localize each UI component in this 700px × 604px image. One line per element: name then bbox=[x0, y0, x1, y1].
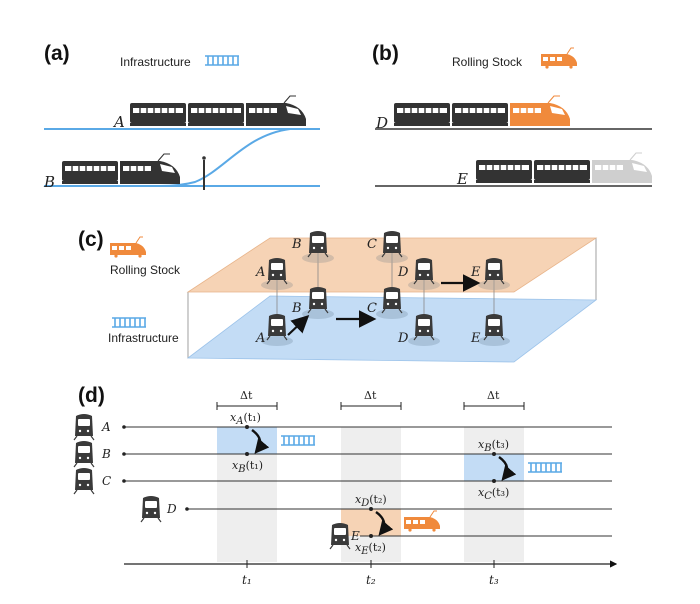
track-a-label: A bbox=[112, 113, 125, 131]
train-e bbox=[475, 152, 653, 184]
arrow-b-to-c bbox=[498, 456, 517, 481]
row-c-label: C bbox=[73, 467, 111, 495]
panel-c: (c) Rolling Stock Infrastructure A B bbox=[78, 228, 598, 363]
svg-text:C: C bbox=[102, 474, 111, 488]
track-icon bbox=[280, 435, 316, 446]
track-icon bbox=[204, 55, 240, 66]
annotation-xb-t3: xB(t₃) bbox=[478, 438, 509, 454]
svg-text:B: B bbox=[291, 237, 302, 252]
annotation-xd-t2: xD(t₂) bbox=[355, 493, 387, 509]
annotation-xa-t1: xA(t₁) bbox=[230, 411, 261, 427]
row-a-label: A bbox=[73, 413, 111, 441]
infrastructure-legend-label: Infrastructure bbox=[108, 331, 179, 345]
svg-text:D: D bbox=[166, 502, 177, 516]
transition-b-c bbox=[464, 454, 524, 481]
svg-text:D: D bbox=[397, 265, 409, 280]
panel-b: (b) Rolling Stock D E bbox=[372, 42, 653, 188]
top-node-a: A bbox=[255, 257, 293, 290]
panel-d-label: (d) bbox=[78, 384, 105, 407]
annotation-xb-t1: xB(t₁) bbox=[232, 459, 263, 475]
svg-text:A: A bbox=[255, 265, 265, 280]
panel-a-label: (a) bbox=[44, 42, 70, 65]
svg-text:Δt: Δt bbox=[240, 389, 253, 402]
panel-d: (d) Δt Δt Δt bbox=[73, 384, 618, 587]
bottom-node-e: E bbox=[470, 313, 510, 346]
row-e-label: E bbox=[329, 522, 360, 550]
infrastructure-legend-label: Infrastructure bbox=[120, 55, 191, 69]
panel-b-label: (b) bbox=[372, 42, 399, 65]
track-d-label: D bbox=[375, 114, 388, 132]
train-b bbox=[61, 153, 181, 185]
track-icon bbox=[527, 462, 563, 473]
locomotive-icon bbox=[403, 510, 441, 533]
bottom-node-a: A bbox=[255, 313, 293, 346]
train-a bbox=[129, 95, 307, 127]
svg-text:C: C bbox=[367, 237, 377, 252]
bottom-node-c: C bbox=[367, 286, 408, 319]
annotation-xc-t3: xC(t₃) bbox=[478, 486, 509, 502]
top-node-d: D bbox=[397, 257, 440, 290]
svg-text:xB(t₃): xB(t₃) bbox=[478, 438, 509, 454]
bottom-edge-a-b bbox=[287, 314, 310, 336]
track-icon bbox=[111, 317, 147, 328]
tick-t2: t₂ bbox=[366, 573, 376, 587]
svg-text:B: B bbox=[101, 447, 111, 461]
row-d-label: D bbox=[140, 495, 177, 523]
svg-text:A: A bbox=[101, 420, 111, 434]
delta-bracket-3: Δt bbox=[463, 389, 525, 410]
locomotive-icon bbox=[540, 47, 578, 70]
track-e-label: E bbox=[456, 170, 468, 188]
tick-t1: t₁ bbox=[242, 573, 252, 587]
svg-text:xA(t₁): xA(t₁) bbox=[230, 411, 261, 427]
arrow-a-to-b bbox=[251, 429, 270, 454]
rolling-stock-legend-label: Rolling Stock bbox=[110, 263, 181, 277]
svg-text:E: E bbox=[470, 331, 481, 346]
top-node-c: C bbox=[367, 230, 408, 263]
panel-a: (a) Infrastructure A B bbox=[43, 42, 320, 191]
svg-text:D: D bbox=[397, 331, 409, 346]
rolling-stock-legend-label: Rolling Stock bbox=[452, 55, 523, 69]
delta-bracket-2: Δt bbox=[340, 389, 402, 410]
tick-t3: t₃ bbox=[489, 573, 499, 587]
row-b-label: B bbox=[73, 440, 111, 468]
svg-text:Δt: Δt bbox=[364, 389, 377, 402]
arrow-d-to-e bbox=[375, 511, 394, 536]
track-b-label: B bbox=[43, 173, 55, 191]
svg-text:B: B bbox=[291, 301, 302, 316]
bottom-node-d: D bbox=[397, 313, 440, 346]
top-node-b: B bbox=[291, 230, 334, 263]
transition-a-b bbox=[217, 427, 277, 454]
time-band-t2 bbox=[341, 427, 401, 562]
svg-text:xD(t₂): xD(t₂) bbox=[355, 493, 387, 509]
bottom-node-b: B bbox=[291, 286, 334, 319]
svg-text:E: E bbox=[470, 265, 481, 280]
delta-bracket-1: Δt bbox=[216, 389, 278, 410]
svg-text:E: E bbox=[350, 529, 360, 543]
svg-text:xE(t₂): xE(t₂) bbox=[355, 541, 386, 557]
time-band-t3 bbox=[464, 427, 524, 562]
svg-text:xC(t₃): xC(t₃) bbox=[478, 486, 509, 502]
svg-text:xB(t₁): xB(t₁) bbox=[232, 459, 263, 475]
panel-c-label: (c) bbox=[78, 228, 104, 251]
top-node-e: E bbox=[470, 257, 510, 290]
svg-text:Δt: Δt bbox=[487, 389, 500, 402]
transition-d-e bbox=[341, 509, 401, 536]
locomotive-icon bbox=[109, 236, 147, 259]
annotation-xe-t2: xE(t₂) bbox=[355, 541, 386, 557]
svg-text:C: C bbox=[367, 301, 377, 316]
svg-text:A: A bbox=[255, 331, 265, 346]
train-d bbox=[393, 95, 571, 127]
